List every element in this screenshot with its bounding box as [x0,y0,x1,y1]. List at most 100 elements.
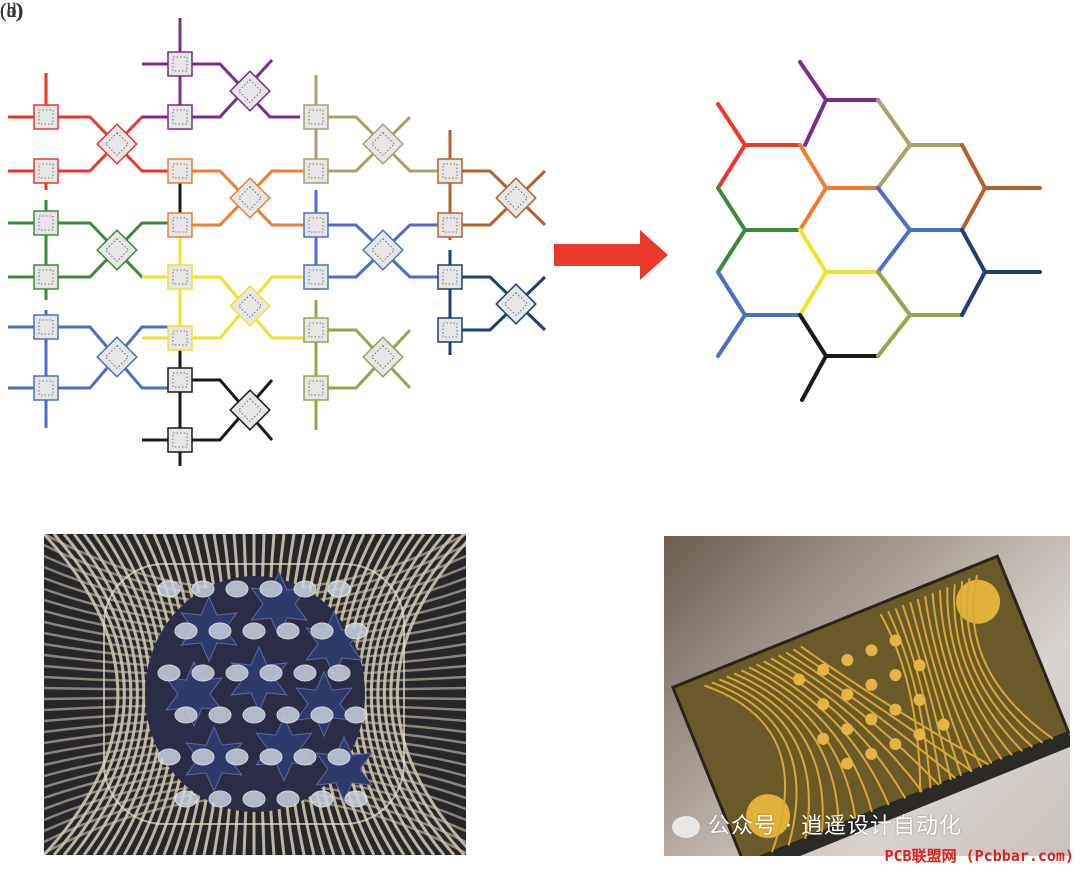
star-cell [255,715,313,783]
lattice-edge [960,186,987,232]
watermark: 公众号 · 逍遥设计自动化 [672,808,962,840]
ring-resonator [157,580,181,598]
lattice-edge [876,270,912,317]
ring-node [817,698,830,711]
coupler-core [504,186,528,210]
ring-resonator [259,748,283,766]
electrode-line [44,534,120,855]
trace [966,578,1044,744]
coupler [362,123,404,165]
lattice-edge [798,60,828,102]
phase-shifter [303,317,329,343]
trace [959,581,1034,748]
ring-node [889,634,902,647]
trace [741,669,857,819]
lattice-edge [876,313,912,358]
phase-shifter [437,212,463,238]
trace [924,596,983,769]
lattice-edge [716,143,747,190]
phase-shifter [33,375,59,401]
coupler [96,336,138,378]
phase-shifter-core [442,163,458,179]
ring-resonator [225,748,249,766]
packaged-chip-photo [664,536,1070,856]
electrode-line [52,534,126,855]
ring-node [841,688,854,701]
electrode-line [82,534,146,855]
trace [953,584,1023,752]
coupler [362,336,404,378]
phase-shifter [33,158,59,184]
coupler-core [504,292,528,316]
ring-resonator [327,748,351,766]
phase-shifter [167,367,193,393]
panel-label-c: (c) [0,0,23,22]
coupler-core [371,238,395,262]
coupler-core [105,238,129,262]
coupler-core [105,132,129,156]
phase-shifter-core [38,269,54,285]
ring-resonator [276,790,300,808]
ring-resonator [208,622,232,640]
phase-shifter-core [38,163,54,179]
phase-shifter [33,264,59,290]
trace [792,648,973,773]
coupler [495,177,537,219]
ring-resonator [327,664,351,682]
chip-micrograph-photo [44,534,466,855]
lattice-edge [876,98,912,147]
lattice-edge [876,186,912,232]
lattice-edge [798,270,828,317]
ring-resonator [191,748,215,766]
ring-resonator [259,664,283,682]
trace [931,593,993,765]
phase-shifter-core [442,217,458,233]
phase-shifter [167,51,193,77]
chip-body [670,554,1070,856]
ring-resonator [344,622,368,640]
ring-node [817,732,830,745]
coupler-core [371,132,395,156]
phase-shifter-core [308,322,324,338]
coupler [229,177,271,219]
phase-shifter [167,264,193,290]
trace [763,660,907,799]
lattice-edge [716,270,747,317]
ring-resonator [242,706,266,724]
phase-shifter-core [308,380,324,396]
ring-resonator [157,664,181,682]
ring-node [913,693,926,706]
phase-shifter [167,104,193,130]
panel-label-b: (b) [0,0,24,22]
ring-node [889,703,902,716]
lattice-edge [803,98,828,147]
phase-shifter-core [308,269,324,285]
wechat-icon [672,816,700,838]
ring-resonator [225,580,249,598]
coupler-core [238,294,262,318]
trace [770,657,923,793]
coupler-core [238,186,262,210]
ring-node [889,738,902,751]
coupler-core [105,345,129,369]
trace [938,590,1003,760]
phase-shifter-core [172,372,188,388]
ring-node [865,678,878,691]
ring-resonator [157,748,181,766]
trace [887,610,932,789]
phase-shifter-core [172,330,188,346]
lattice-edge [876,228,912,274]
ring-node [841,723,854,736]
trace [972,575,1054,740]
ring-node [865,747,878,760]
phase-shifter [303,158,329,184]
electrode-line [72,534,139,855]
trace [894,607,942,785]
footer-mark: PCB联盟网 (Pcbbar.com) [884,847,1075,865]
coupler [96,123,138,165]
phase-shifter-core [38,319,54,335]
phase-shifter [437,317,463,343]
lattice-edge [960,228,987,274]
phase-shifter-core [38,215,54,231]
ring-resonator [174,622,198,640]
